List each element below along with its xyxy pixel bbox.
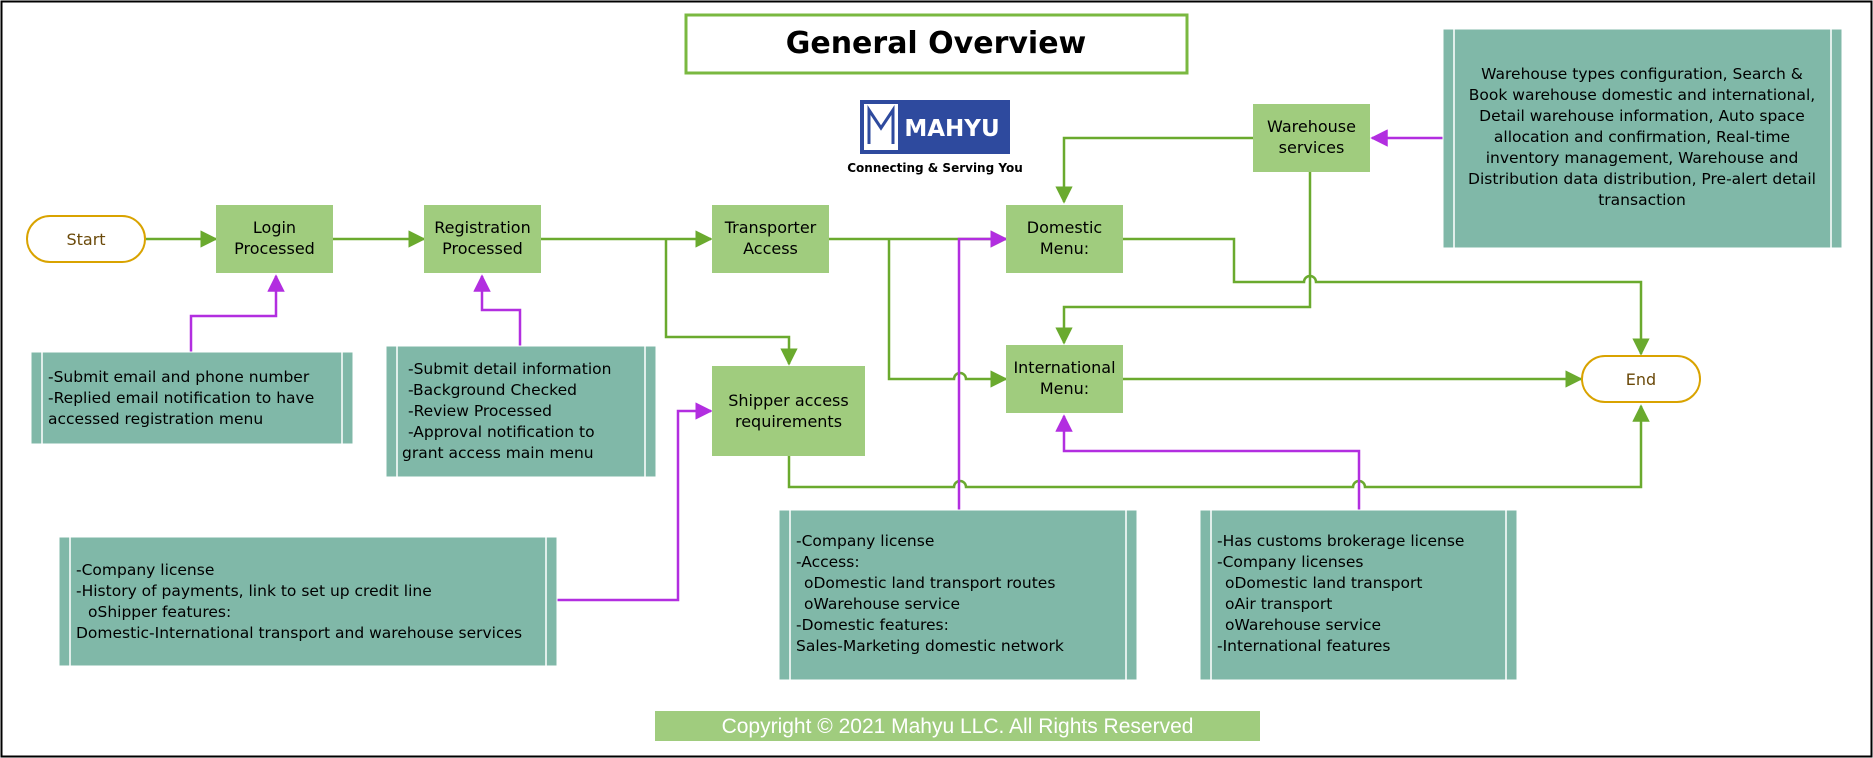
transporter-process-box: Transporter Access xyxy=(712,205,829,273)
shipper-note-line1: -Company license xyxy=(76,561,214,579)
domestic-label-line1: Domestic xyxy=(1027,218,1102,237)
logo-name: MAHYU xyxy=(904,116,999,142)
international-note-line2: -Company licenses xyxy=(1217,553,1363,571)
domestic-label-line2: Menu: xyxy=(1040,239,1089,258)
warehouse-services-box: Warehouse services xyxy=(1253,104,1370,172)
international-requirements-note: -Has customs brokerage license -Company … xyxy=(1199,509,1518,681)
end-terminal: End xyxy=(1581,355,1701,403)
international-label-line1: International xyxy=(1013,358,1115,377)
shipper-label-line2: requirements xyxy=(735,412,842,431)
registration-label-line2: Processed xyxy=(442,239,523,258)
transporter-note-line6: Sales-Marketing domestic network xyxy=(796,637,1064,655)
arrow-registration-note-to-registration xyxy=(473,274,522,346)
shipper-note-line2: -History of payments, link to set up cre… xyxy=(76,582,432,600)
warehouse-note-line4: allocation and confirmation, Real-time xyxy=(1494,128,1790,146)
arrow-login-note-to-login xyxy=(189,274,285,352)
arrow-domestic-to-end xyxy=(1123,237,1650,356)
warehouse-label-line1: Warehouse xyxy=(1267,117,1356,136)
arrow-transporter-note-to-domestic xyxy=(957,230,1008,510)
domestic-menu-box: Domestic Menu: xyxy=(1006,205,1123,273)
title-text: General Overview xyxy=(786,26,1087,61)
mahyu-m-logo-icon xyxy=(867,105,895,144)
warehouse-note-line2: Book warehouse domestic and internationa… xyxy=(1469,86,1815,104)
transporter-note-line2: -Access: xyxy=(796,553,860,571)
registration-note-line3: -Review Processed xyxy=(408,402,552,420)
international-note-line5: oWarehouse service xyxy=(1225,616,1381,634)
login-process-box: Login Processed xyxy=(216,205,333,273)
logo-tagline: Connecting & Serving You xyxy=(847,161,1023,175)
shipper-label-line1: Shipper access xyxy=(728,391,848,410)
shipper-note-line4: Domestic-International transport and war… xyxy=(76,624,522,642)
warehouse-label-line2: services xyxy=(1279,138,1345,157)
transporter-note-line3: oDomestic land transport routes xyxy=(804,574,1055,592)
shipper-requirements-note: -Company license -History of payments, l… xyxy=(58,536,558,667)
login-requirements-note: -Submit email and phone number -Replied … xyxy=(30,351,354,445)
start-label: Start xyxy=(66,230,105,249)
copyright-footer: Copyright © 2021 Mahyu LLC. All Rights R… xyxy=(655,711,1260,741)
registration-requirements-note: -Submit detail information -Background C… xyxy=(385,345,657,478)
flow-connectors xyxy=(146,136,1650,489)
arrow-shipper-to-end xyxy=(787,404,1650,489)
warehouse-note-line6: Distribution data distribution, Pre-aler… xyxy=(1468,170,1816,188)
warehouse-note-line5: inventory management, Warehouse and xyxy=(1486,149,1799,167)
login-note-line3: accessed registration menu xyxy=(48,410,263,428)
international-label-line2: Menu: xyxy=(1040,379,1089,398)
end-label: End xyxy=(1626,370,1656,389)
registration-note-line5: grant access main menu xyxy=(402,444,594,462)
international-note-line6: -International features xyxy=(1217,637,1390,655)
shipper-process-box: Shipper access requirements xyxy=(712,366,865,456)
international-note-line4: oAir transport xyxy=(1225,595,1332,613)
login-label-line1: Login xyxy=(253,218,296,237)
registration-label-line1: Registration xyxy=(434,218,530,237)
arrow-transporter-to-international xyxy=(887,239,1008,388)
arrow-registration-to-shipper xyxy=(664,239,798,366)
login-label-line2: Processed xyxy=(234,239,315,258)
warehouse-note-line3: Detail warehouse information, Auto space xyxy=(1479,107,1805,125)
transporter-label-line1: Transporter xyxy=(724,218,817,237)
arrow-warehouse-to-domestic xyxy=(1055,136,1253,204)
registration-process-box: Registration Processed xyxy=(424,205,541,273)
registration-note-line1: -Submit detail information xyxy=(408,360,611,378)
diagram-title: General Overview xyxy=(684,13,1189,75)
warehouse-services-note: Warehouse types configuration, Search & … xyxy=(1442,28,1843,249)
international-note-line3: oDomestic land transport xyxy=(1225,574,1422,592)
arrow-warehouse-to-international xyxy=(1055,172,1312,345)
registration-note-line2: -Background Checked xyxy=(408,381,577,399)
international-note-line1: -Has customs brokerage license xyxy=(1217,532,1464,550)
transporter-note-line5: -Domestic features: xyxy=(796,616,949,634)
start-terminal: Start xyxy=(26,215,146,263)
warehouse-note-line1: Warehouse types configuration, Search & xyxy=(1481,65,1803,83)
mahyu-logo: MAHYU Connecting & Serving You xyxy=(847,100,1023,175)
international-menu-box: International Menu: xyxy=(1006,345,1123,413)
login-note-line2: -Replied email notification to have xyxy=(48,389,314,407)
transporter-note-line4: oWarehouse service xyxy=(804,595,960,613)
arrow-international-note-to-international xyxy=(1055,414,1361,510)
arrow-shipper-note-to-shipper xyxy=(557,402,713,602)
transporter-label-line2: Access xyxy=(743,239,798,258)
warehouse-note-line7: transaction xyxy=(1598,191,1686,209)
registration-note-line4: -Approval notification to xyxy=(408,423,595,441)
transporter-requirements-note: -Company license -Access: oDomestic land… xyxy=(778,509,1138,681)
shipper-note-line3: oShipper features: xyxy=(88,603,231,621)
requirement-connectors xyxy=(189,129,1443,602)
login-note-line1: -Submit email and phone number xyxy=(48,368,310,386)
copyright-text: Copyright © 2021 Mahyu LLC. All Rights R… xyxy=(722,715,1194,738)
transporter-note-line1: -Company license xyxy=(796,532,934,550)
